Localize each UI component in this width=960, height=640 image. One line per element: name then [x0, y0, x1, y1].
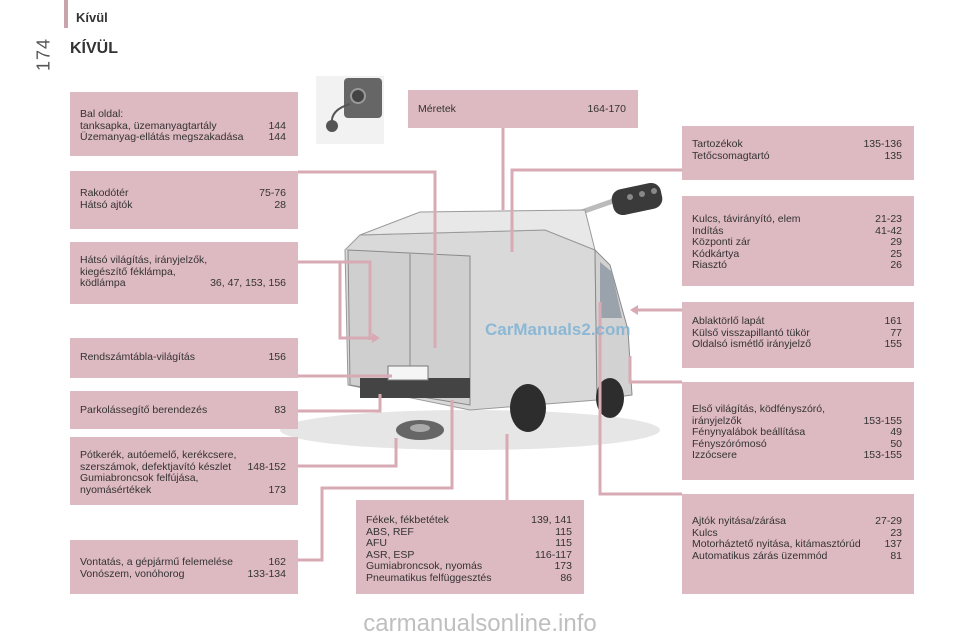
- list-item: Gumiabroncsok felfújása,: [80, 472, 199, 484]
- section-marker: [64, 0, 68, 28]
- list-item: Első világítás, ködfényszóró,: [692, 403, 826, 415]
- list-item: Pótkerék, autóemelő, kerékcsere,: [80, 449, 237, 461]
- connector-lines: [298, 118, 682, 562]
- section-name: Kívül: [76, 10, 108, 25]
- rear-lights-info-box: Hátsó világítás, irányjelzők, kiegészítő…: [70, 242, 298, 304]
- page-edge-tab: [0, 0, 68, 640]
- remote-key-photo: [573, 182, 663, 217]
- list-item: Bal oldal:: [80, 108, 124, 120]
- list-item: Hátsó világítás, irányjelzők,: [80, 254, 208, 266]
- watermark-overlay: CarManuals2.com: [485, 320, 631, 339]
- watermark-footer: carmanualsonline.info: [363, 610, 597, 637]
- van-illustration: [280, 209, 660, 450]
- list-item: kiegészítő féklámpa,: [80, 265, 176, 278]
- spare-wheel-info-box: Pótkerék, autóemelő, kerékcsere, szerszá…: [70, 437, 298, 505]
- front-lights-info-box: Első világítás, ködfényszóró, irányjelző…: [682, 382, 914, 480]
- fuel-cap-photo: [316, 76, 384, 144]
- page-title: KÍVÜL: [70, 40, 118, 57]
